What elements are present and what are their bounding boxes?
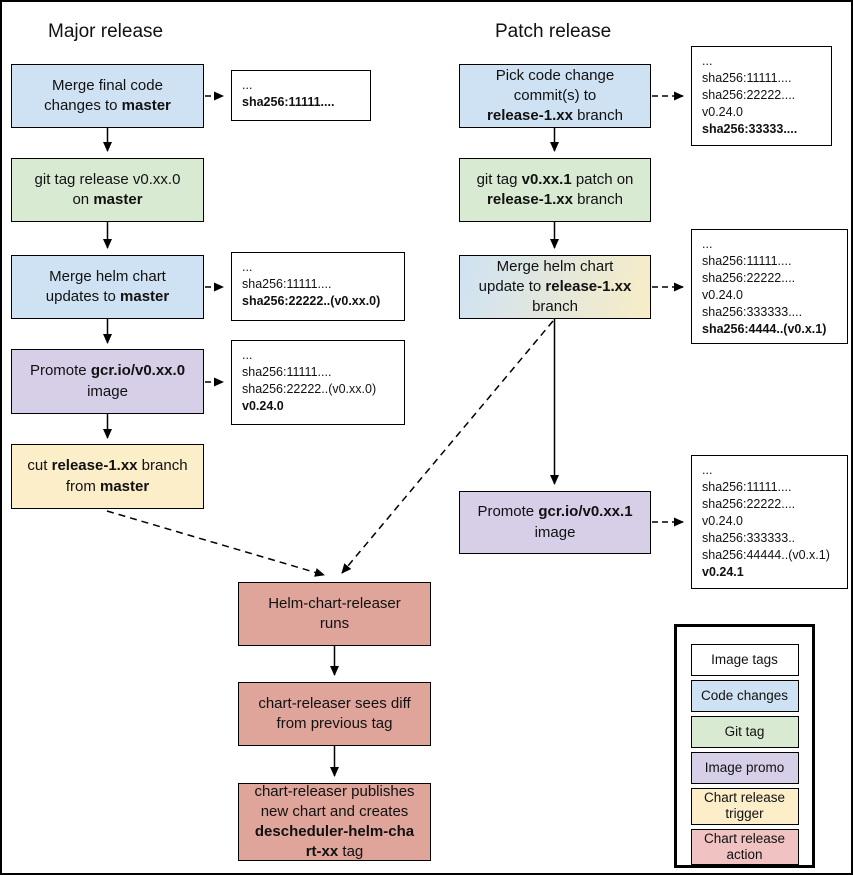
image-tags-after-helm: ...sha256:11111....sha256:22222..(v0.xx.…: [231, 252, 405, 321]
legend-item-git-tag: Git tag: [690, 716, 799, 748]
image-tags-after-helm-patch: ...sha256:11111....sha256:22222....v0.24…: [691, 229, 848, 344]
major-release-heading: Major release: [48, 21, 164, 42]
patch-release-heading: Patch release: [495, 21, 612, 42]
image-tags-after-promote-patch: ...sha256:11111....sha256:22222....v0.24…: [691, 455, 848, 589]
image-tags-after-code: ...sha256:11111....: [231, 70, 371, 121]
legend: Image tags Code changes Git tag Image pr…: [674, 624, 815, 868]
legend-item-image-tags: Image tags: [690, 644, 799, 676]
image-tags-after-promote: ...sha256:11111....sha256:22222..(v0.xx.…: [231, 340, 405, 425]
legend-item-code-changes: Code changes: [690, 680, 799, 712]
legend-item-chart-action: Chart release action: [690, 828, 799, 865]
image-tags-after-pick: ...sha256:11111....sha256:22222....v0.24…: [691, 46, 832, 146]
legend-item-image-promo: Image promo: [690, 752, 799, 784]
legend-item-chart-trigger: Chart release trigger: [690, 788, 799, 825]
